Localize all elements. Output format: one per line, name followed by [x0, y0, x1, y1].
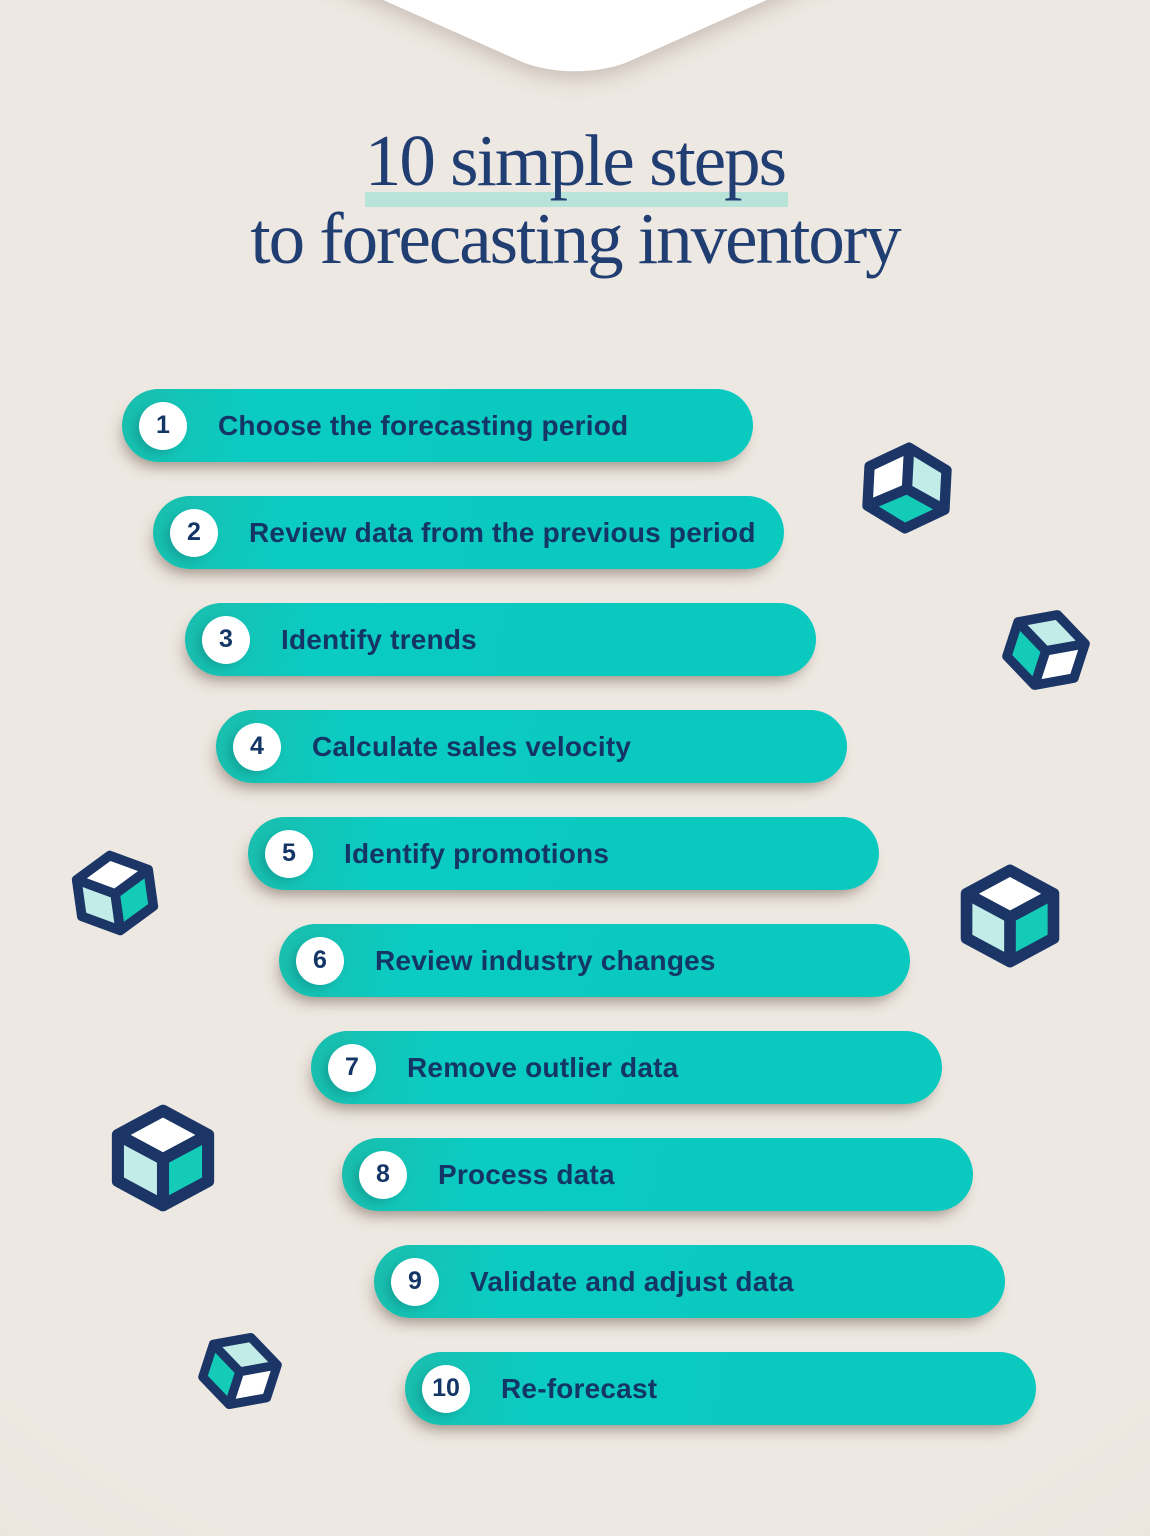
step-pill-1: 1 Choose the forecasting period	[122, 389, 753, 462]
step-label: Identify promotions	[344, 837, 610, 869]
step-label: Process data	[438, 1158, 615, 1190]
step-pill-10: 10 Re-forecast	[405, 1352, 1036, 1425]
step-pill-8: 8 Process data	[342, 1138, 973, 1211]
step-label: Validate and adjust data	[470, 1265, 794, 1297]
step-pill-4: 4 Calculate sales velocity	[216, 710, 847, 783]
step-label: Calculate sales velocity	[312, 730, 632, 762]
step-number-badge: 1	[139, 401, 187, 450]
page-title: 10 simple steps to forecasting inventory	[0, 122, 1150, 278]
title-line-2: to forecasting inventory	[250, 198, 901, 279]
cube-icon	[65, 843, 164, 942]
step-number-badge: 8	[359, 1150, 407, 1199]
step-number-badge: 7	[328, 1043, 376, 1092]
cube-icon	[992, 596, 1100, 704]
step-number-badge: 9	[391, 1257, 439, 1306]
step-pill-2: 2 Review data from the previous period	[153, 496, 784, 569]
cube-icon	[957, 863, 1063, 969]
step-pill-7: 7 Remove outlier data	[311, 1031, 942, 1104]
cube-icon	[188, 1319, 291, 1422]
step-label: Remove outlier data	[407, 1051, 679, 1083]
title-line-1: 10 simple steps	[364, 120, 787, 201]
step-pill-9: 9 Validate and adjust data	[374, 1245, 1005, 1318]
open-cube-icon	[858, 439, 957, 538]
step-label: Re-forecast	[501, 1372, 658, 1404]
step-label: Review data from the previous period	[249, 516, 756, 548]
step-number-badge: 5	[265, 829, 313, 878]
step-number-badge: 10	[422, 1364, 470, 1413]
step-number-badge: 4	[233, 722, 281, 771]
cube-icon	[108, 1103, 218, 1213]
top-diamond-decoration	[179, 0, 971, 86]
step-number-badge: 3	[202, 615, 250, 664]
step-pill-3: 3 Identify trends	[185, 603, 816, 676]
title-underline-highlight	[365, 192, 788, 207]
step-label: Review industry changes	[375, 944, 716, 976]
step-label: Choose the forecasting period	[218, 409, 629, 441]
step-pill-5: 5 Identify promotions	[248, 817, 879, 890]
step-number-badge: 2	[170, 508, 218, 557]
step-label: Identify trends	[281, 623, 477, 655]
step-number-badge: 6	[296, 936, 344, 985]
step-pill-6: 6 Review industry changes	[279, 924, 910, 997]
